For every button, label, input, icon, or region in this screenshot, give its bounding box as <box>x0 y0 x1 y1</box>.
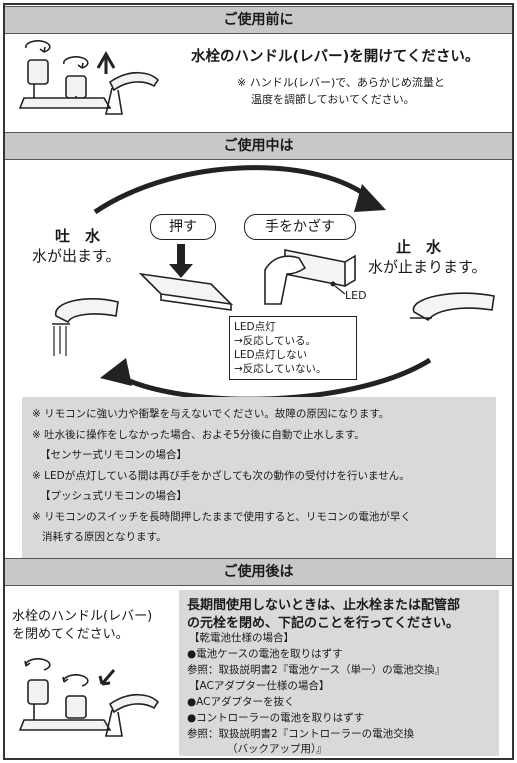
list-item: 参照：取扱説明書2『電池ケース（単一）の電池交換』 <box>187 664 446 676</box>
led-on: LED点灯 <box>234 321 276 333</box>
stop-title: 止 水 <box>396 238 442 256</box>
faucet-stopped-illustration <box>410 292 495 322</box>
faucet-open-illustration <box>18 40 160 115</box>
faucet-close-illustration <box>18 658 160 737</box>
note-line: ※ リモコンのスイッチを長時間押したままで使用すると、リモコンの電池が早く <box>32 511 411 523</box>
stop-desc: 水が止まります。 <box>368 258 487 276</box>
sensor-remote-illustration <box>264 249 356 305</box>
instruction-close-handle-1: 水栓のハンドル(レバー) <box>12 609 153 624</box>
spout-desc: 水が出ます。 <box>32 247 121 265</box>
section-header-after: ご使用後は <box>5 558 512 586</box>
led-label: LED <box>345 289 367 302</box>
list-item: ●コントローラーの電池を取りはずす <box>187 712 365 724</box>
note-adjust-flow-1: ※ ハンドル(レバー)で、あらかじめ流量と <box>237 76 445 89</box>
note-line: ※ 吐水後に操作をしなかった場合、およそ5分後に自動で止水します。 <box>32 429 365 441</box>
led-off-desc: →反応していない。 <box>234 363 327 375</box>
note-adjust-flow-2: 温度を調節しておいてください。 <box>251 93 415 106</box>
note-line: ※ LEDが点灯している間は再び手をかざしても次の動作の受付けを行いません。 <box>32 470 410 482</box>
note-line: 【センサー式リモコンの場合】 <box>40 449 187 461</box>
section-header-during: ご使用中は <box>5 132 512 160</box>
section-header-before: ご使用前に <box>5 6 512 34</box>
led-off: LED点灯しない <box>234 349 308 361</box>
instruction-open-handle: 水栓のハンドル(レバー)を開けてください。 <box>191 49 480 65</box>
list-item: ●ACアダプターを抜く <box>187 696 295 708</box>
lead-line: の元栓を閉め、下記のことを行ってください。 <box>187 616 459 631</box>
note-line: 【プッシュ式リモコンの場合】 <box>40 490 187 502</box>
list-item: 参照：取扱説明書2『コントローラーの電池交換 <box>187 728 415 740</box>
list-item: 【乾電池仕様の場合】 <box>189 632 294 644</box>
list-item: 【ACアダプター仕様の場合】 <box>189 680 330 692</box>
note-line: ※ リモコンに強い力や衝撃を与えないでください。故障の原因になります。 <box>32 408 390 420</box>
instruction-close-handle-2: を閉めてください。 <box>12 627 129 642</box>
led-on-desc: →反応している。 <box>234 335 316 347</box>
spout-title: 吐 水 <box>55 227 101 245</box>
push-remote-illustration <box>138 244 234 311</box>
long-term-storage-box: 長期間使用しないときは、止水栓または配管部 の元栓を閉め、下記のことを行ってくだ… <box>179 590 499 756</box>
list-item: （バックアップ用）』 <box>227 743 327 755</box>
list-item: ●電池ケースの電池を取りはずす <box>187 648 343 660</box>
lead-line: 長期間使用しないときは、止水栓または配管部 <box>187 598 461 613</box>
page-frame <box>3 3 514 760</box>
usage-notes: ※ リモコンに強い力や衝撃を与えないでください。故障の原因になります。 ※ 吐水… <box>22 397 496 569</box>
led-status-box: LED点灯 →反応している。 LED点灯しない →反応していない。 <box>229 316 357 380</box>
hover-label: 手をかざす <box>244 214 356 240</box>
faucet-spouting-illustration <box>52 298 119 356</box>
note-line: 消耗する原因となります。 <box>42 531 167 543</box>
push-label: 押す <box>150 214 216 240</box>
